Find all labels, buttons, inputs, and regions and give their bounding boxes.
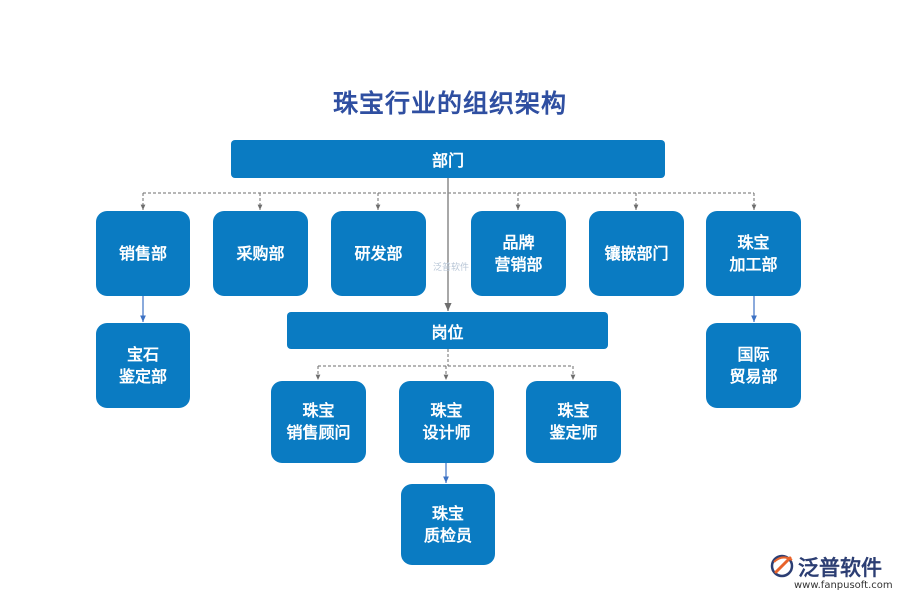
departments-header: 部门 (231, 140, 665, 178)
chart-title: 珠宝行业的组织架构 (332, 89, 567, 118)
sub-dept-box-international-trade: 国际 贸易部 (706, 323, 801, 408)
logo-name: 泛普软件 (798, 556, 882, 580)
dept-box-brand-marketing: 品牌 营销部 (471, 211, 566, 296)
position-box-sales-consultant: 珠宝 销售顾问 (271, 381, 366, 463)
logo-url: www.fanpusoft.com (794, 580, 893, 591)
sub-dept-box-gem-appraisal: 宝石 鉴定部 (96, 323, 190, 408)
position-box-designer: 珠宝 设计师 (399, 381, 494, 463)
dept-box-sales: 销售部 (96, 211, 190, 296)
dept-box-rnd: 研发部 (331, 211, 426, 296)
dept-box-jewelry-processing: 珠宝 加工部 (706, 211, 801, 296)
logo-mark-icon (770, 554, 794, 578)
dept-box-inlay: 镶嵌部门 (589, 211, 684, 296)
sub-position-box-quality-inspector: 珠宝 质检员 (401, 484, 495, 565)
position-box-appraiser: 珠宝 鉴定师 (526, 381, 621, 463)
company-logo: 泛普软件 www.fanpusoft.com (770, 552, 893, 594)
watermark: 泛普软件 (433, 263, 470, 273)
positions-header: 岗位 (287, 312, 608, 349)
dept-box-purchasing: 采购部 (213, 211, 308, 296)
